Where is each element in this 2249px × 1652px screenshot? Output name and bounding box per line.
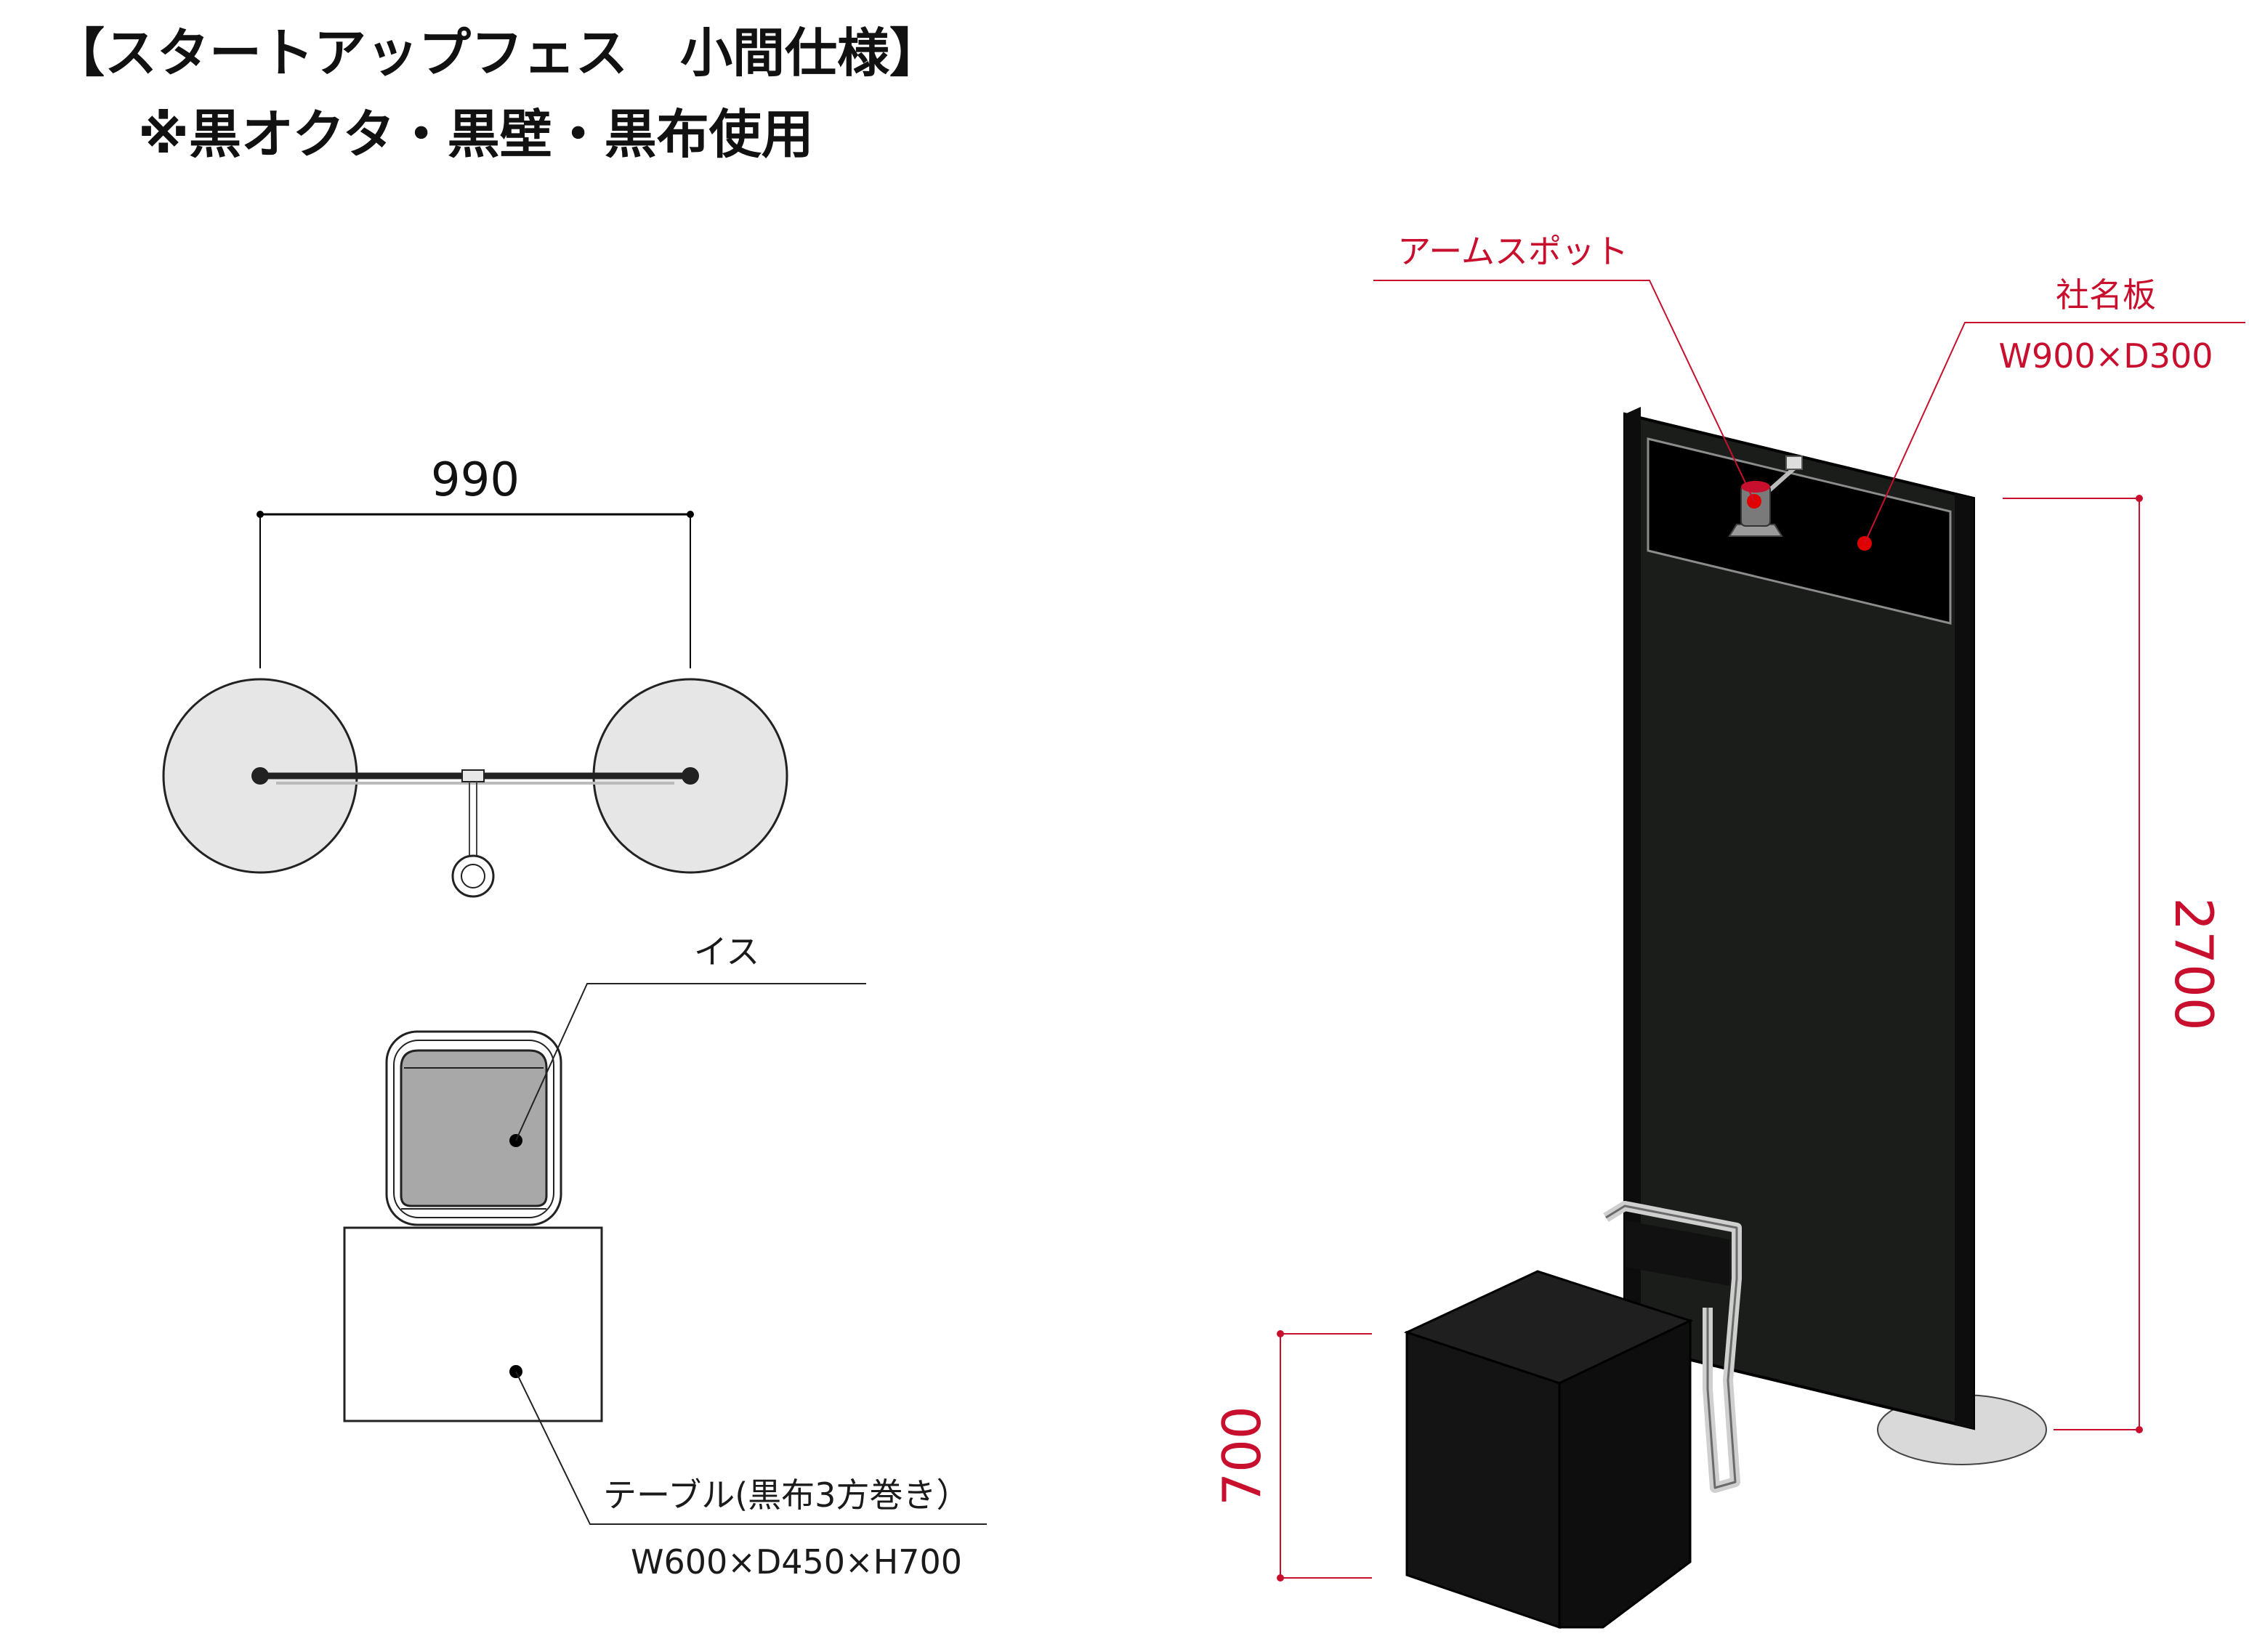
arm-mount [461,769,485,782]
perspective-nameplate [1647,437,1952,625]
perspective-chair [1592,1201,1742,1493]
table-front-face [1405,1330,1561,1629]
perspective-table [1403,1270,1694,1629]
table-height-tick-bottom [1277,1574,1284,1582]
arm-spot-leader-line [1373,280,1755,502]
width-dimension-label: 990 [431,453,520,507]
post-right [682,767,699,785]
table-height-tick-top [1277,1330,1284,1337]
plan-chair: イス [385,932,866,1226]
table-height-label: 700 [1211,1406,1272,1505]
wall-height-label: 2700 [2163,897,2224,1030]
table-label: テーブル(黒布3方巻き） [603,1475,969,1515]
table-leader-line [515,1371,987,1525]
perspective-right-post [1955,494,1974,1428]
plan-wall: 990 [162,453,788,898]
arm-spot-mount [1785,455,1803,470]
table-top [343,1226,603,1422]
title-line-2: ※黒オクタ・黒壁・黒布使用 [138,104,814,165]
table-size-label: W600×D450×H700 [631,1542,962,1582]
chair-label: イス [694,932,760,971]
nameplate-leader-line [1864,322,2245,544]
chair-backrest [1625,1220,1729,1286]
wall-height-tick-top [2136,495,2143,502]
post-left [251,767,269,785]
perspective-left-post [1625,407,1641,1345]
title-line-1: 【スタートアップフェス 小間仕様】 [52,23,942,84]
chair-seat [400,1049,548,1207]
arm-spot-label: アームスポット [1397,232,1628,271]
table-side-face [1558,1319,1692,1629]
perspective-view: アームスポット 社名板 W900×D300 2700 [1211,232,2245,1629]
wall-height-tick-bottom [2136,1426,2143,1433]
chair-frame-outline [1605,1204,1738,1489]
nameplate-label: 社名板 [2056,275,2156,315]
spotlight-inner [461,864,485,888]
chair-leader-line [515,983,866,1141]
plan-table: テーブル(黒布3方巻き） W600×D450×H700 [343,1226,987,1582]
nameplate-size-label: W900×D300 [1998,336,2213,376]
